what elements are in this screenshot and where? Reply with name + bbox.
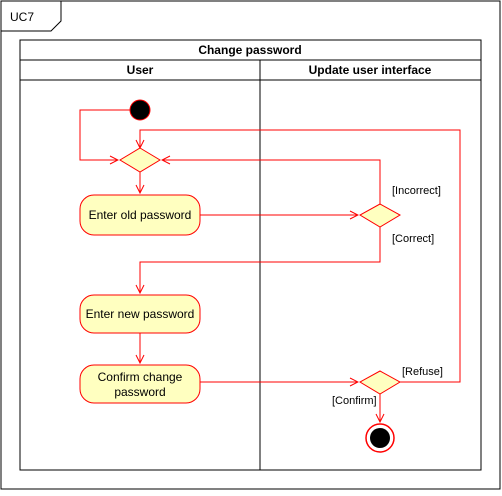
action-confirm-line2: password xyxy=(114,385,165,399)
action-enter-new-password xyxy=(79,294,201,334)
action-confirm-line1: Confirm change xyxy=(98,370,183,384)
action-enter-old-password xyxy=(79,194,201,236)
final-node-inner xyxy=(370,428,390,448)
edge-correct xyxy=(140,227,381,293)
merge-node xyxy=(119,147,161,173)
guard-confirm: [Confirm] xyxy=(332,395,377,407)
edge-refuse-loop xyxy=(140,129,461,383)
frame-label: UC7 xyxy=(10,10,34,24)
decision-confirm xyxy=(358,370,402,395)
lane-header-user: User xyxy=(127,63,154,77)
guard-correct: [Correct] xyxy=(392,233,434,245)
pool-border xyxy=(19,39,482,471)
action-confirm-change-password xyxy=(79,364,201,404)
action-enter-old-password-label: Enter old password xyxy=(89,208,192,222)
edge-incorrect-loop xyxy=(162,160,381,204)
guard-incorrect: [Incorrect] xyxy=(392,185,441,197)
decision-password-check xyxy=(358,203,402,228)
initial-node xyxy=(129,99,151,121)
frame-tab xyxy=(0,0,62,32)
pool-title: Change password xyxy=(198,43,301,57)
guard-refuse: [Refuse] xyxy=(402,366,443,378)
edge-start-to-merge xyxy=(79,109,130,160)
action-enter-new-password-label: Enter new password xyxy=(86,307,195,321)
lane-header-update-ui: Update user interface xyxy=(309,63,432,77)
